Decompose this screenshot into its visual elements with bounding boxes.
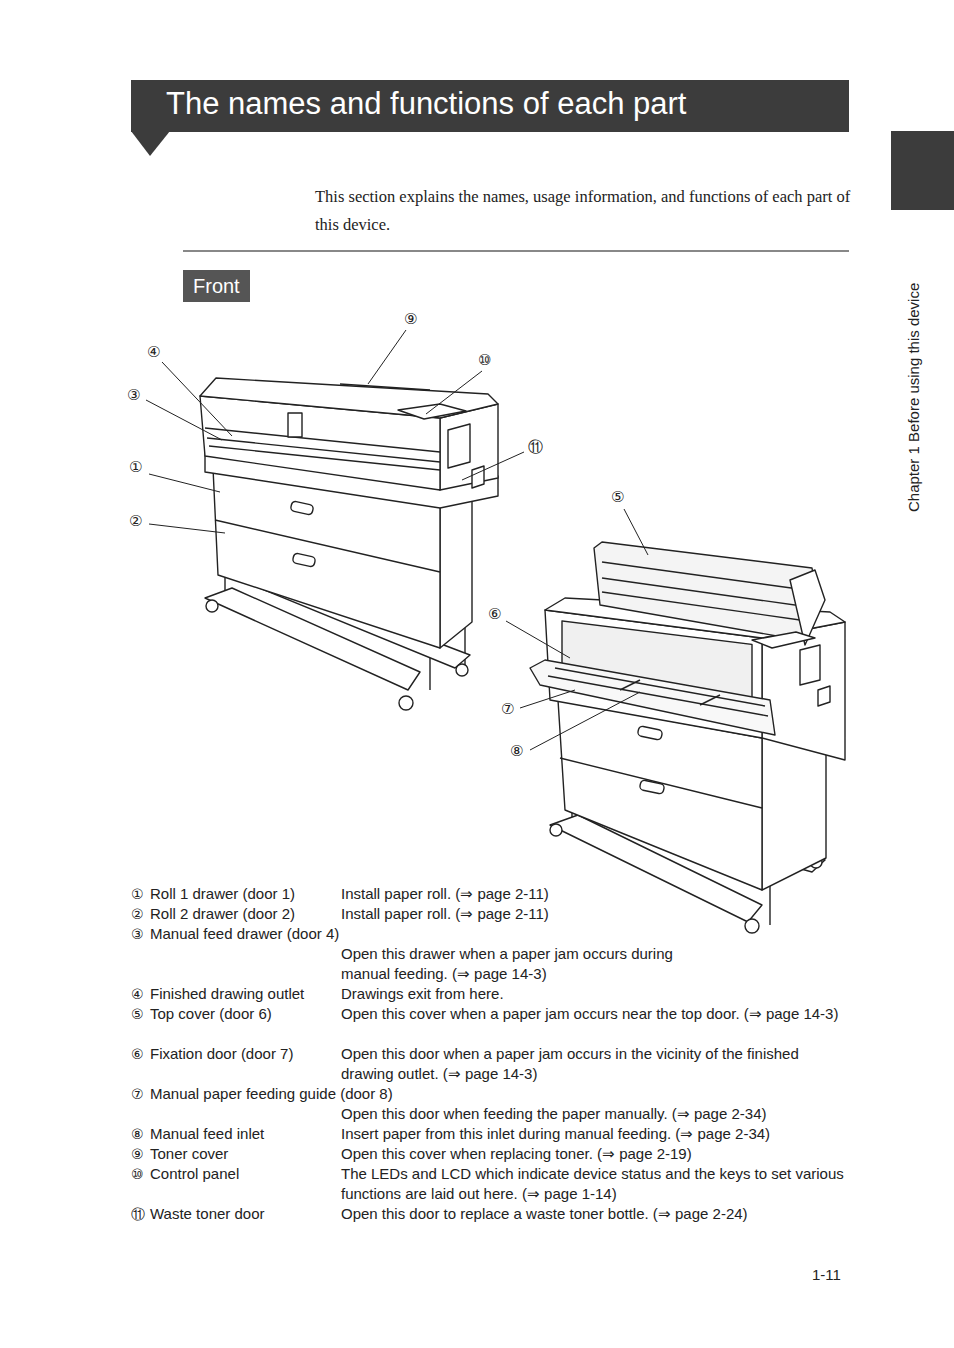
callout-number: ⑪ [528,438,543,456]
callout-number: ② [129,512,142,530]
callout-number: ⑥ [488,605,501,623]
part-function: Insert paper from this inlet during manu… [341,1124,853,1144]
leader-lines [146,330,648,750]
list-number: ⑤ [131,1004,144,1024]
part-function: Open this door when feeding the paper ma… [341,1104,853,1124]
chapter-tab [891,131,954,210]
callout-number: ⑦ [501,700,514,718]
part-name: Manual feed drawer (door 4) [150,924,339,944]
part-function: Install paper roll. (⇒ page 2-11) [341,904,853,924]
callout-number: ③ [127,386,140,404]
part-function: Open this door to replace a waste toner … [341,1204,853,1224]
part-function: Open this door when a paper jam occurs i… [341,1044,853,1084]
part-name: Manual paper feeding guide (door 8) [150,1084,393,1104]
part-function: The LEDs and LCD which indicate device s… [341,1164,853,1204]
list-number: ⑪ [131,1204,145,1224]
title-rule [131,130,849,132]
list-number: ⑦ [131,1084,144,1104]
part-function: Drawings exit from here. [341,984,853,1004]
page-number: 1-11 [812,1266,841,1283]
part-function: Open this cover when a paper jam occurs … [341,1004,853,1024]
callout-number: ⑤ [611,488,624,506]
intro-text: This section explains the names, usage i… [315,183,855,239]
part-function: Install paper roll. (⇒ page 2-11) [341,884,853,904]
list-number: ① [131,884,144,904]
list-number: ⑥ [131,1044,144,1064]
printer-open [530,542,845,933]
section-label: Front [193,275,240,297]
page-title: The names and functions of each part [166,86,686,122]
list-number: ③ [131,924,144,944]
list-number: ④ [131,984,144,1004]
part-name: Top cover (door 6) [150,1004,272,1024]
part-name: Fixation door (door 7) [150,1044,293,1064]
callout-number: ⑧ [510,742,523,760]
section-rule [183,250,849,252]
part-name: Manual feed inlet [150,1124,264,1144]
part-name: Roll 1 drawer (door 1) [150,884,295,904]
list-number: ② [131,904,144,924]
part-function: Open this cover when replacing toner. (⇒… [341,1144,853,1164]
part-function: Open this drawer when a paper jam occurs… [341,944,721,984]
part-name: Control panel [150,1164,239,1184]
part-name: Roll 2 drawer (door 2) [150,904,295,924]
callout-number: ⑩ [478,351,491,369]
callout-number: ⑨ [404,310,417,328]
title-pointer [131,131,170,156]
list-number: ⑨ [131,1144,144,1164]
part-name: Waste toner door [150,1204,265,1224]
part-name: Toner cover [150,1144,228,1164]
title-bar [131,80,849,130]
list-number: ⑩ [131,1164,144,1184]
list-number: ⑧ [131,1124,144,1144]
printer-closed [200,378,498,710]
part-name: Finished drawing outlet [150,984,304,1004]
callout-number: ① [129,458,142,476]
callout-number: ④ [147,343,160,361]
chapter-label: Chapter 1 Before using this device [905,283,922,512]
section-tab: Front [183,270,250,302]
